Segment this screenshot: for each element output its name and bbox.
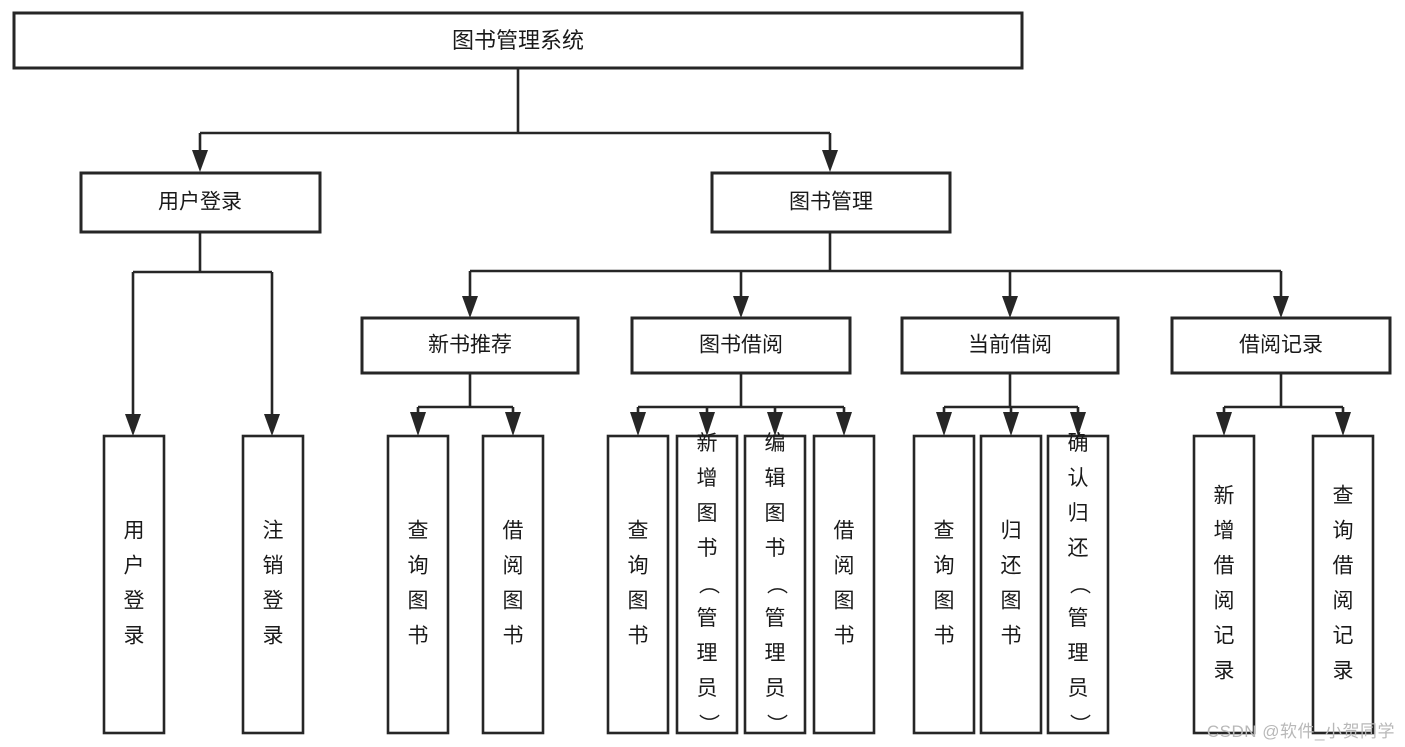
node-leaf-query-record-box[interactable] [1311, 434, 1375, 735]
node-leaf-add-book-box[interactable] [675, 434, 739, 735]
node-leaf-add-record-box[interactable] [1192, 434, 1256, 735]
node-leaf-add-record[interactable]: 新增借阅记录 [1192, 434, 1256, 735]
node-leaf-borrow-book-2-label: 借阅图书 [834, 519, 855, 647]
svg-text:）: ） [764, 714, 787, 735]
arrowhead-leaf-borrow-book-2 [836, 412, 852, 436]
node-leaf-user-login[interactable]: 用户登录 [102, 434, 166, 735]
node-leaf-add-record-label: 新增借阅记录 [1214, 484, 1235, 682]
arrowhead-leaf-borrow-book-1 [505, 412, 521, 436]
node-new-book-recommend[interactable]: 新书推荐 [360, 316, 580, 375]
svg-text:）: ） [696, 714, 719, 735]
arrowhead-current-borrow [1002, 296, 1018, 318]
arrowhead-leaf-add-record [1216, 412, 1232, 436]
node-user-login-box[interactable] [79, 171, 322, 234]
node-current-borrow-label: 当前借阅 [968, 334, 1052, 357]
arrowhead-book-management [822, 150, 838, 172]
node-root-box[interactable] [12, 11, 1024, 70]
arrowhead-borrow-record [1273, 296, 1289, 318]
node-root[interactable]: 图书管理系统 [12, 11, 1024, 70]
node-leaf-edit-book-box[interactable] [743, 434, 807, 735]
node-leaf-borrow-book-1-label: 借阅图书 [503, 519, 524, 647]
node-leaf-query-book-1-box[interactable] [386, 434, 450, 735]
node-book-management-label: 图书管理 [789, 191, 873, 214]
node-user-login-label: 用户登录 [158, 191, 242, 214]
node-leaf-user-login-box[interactable] [102, 434, 166, 735]
node-leaf-return-book-box[interactable] [979, 434, 1043, 735]
svg-text:（: （ [1067, 574, 1090, 595]
node-leaf-borrow-book-2[interactable]: 借阅图书 [812, 434, 876, 735]
node-leaf-confirm-return-label: 确认归还管理员 [1068, 432, 1089, 700]
arrowhead-leaf-query-record [1335, 412, 1351, 436]
node-leaf-query-book-1-label: 查询图书 [408, 519, 429, 647]
arrowhead-leaf-confirm-return [1070, 412, 1086, 436]
arrowhead-leaf-return-book [1003, 412, 1019, 436]
node-leaf-query-record[interactable]: 查询借阅记录 [1311, 434, 1375, 735]
node-book-management-box[interactable] [710, 171, 952, 234]
node-book-management[interactable]: 图书管理 [710, 171, 952, 234]
node-leaf-edit-book[interactable]: 编辑图书管理员 （ ） [743, 432, 807, 735]
arrowhead-leaf-query-book-3 [936, 412, 952, 436]
node-borrow-record-box[interactable] [1170, 316, 1392, 375]
node-leaf-query-record-label: 查询借阅记录 [1333, 484, 1354, 682]
svg-text:（: （ [696, 574, 719, 595]
node-borrow-record[interactable]: 借阅记录 [1170, 316, 1392, 375]
node-leaf-logout-label: 注销登录 [263, 519, 284, 647]
csdn-watermark: CSDN @软件_小贺同学 [1206, 722, 1395, 741]
arrowhead-book-borrow [733, 296, 749, 318]
node-user-login[interactable]: 用户登录 [79, 171, 322, 234]
node-leaf-borrow-book-2-box[interactable] [812, 434, 876, 735]
node-current-borrow-box[interactable] [900, 316, 1120, 375]
arrowhead-leaf-add-book [699, 412, 715, 436]
node-new-book-recommend-box[interactable] [360, 316, 580, 375]
node-leaf-add-book[interactable]: 新增图书管理员 （ ） [675, 432, 739, 735]
node-leaf-borrow-book-1[interactable]: 借阅图书 [481, 434, 545, 735]
node-leaf-confirm-return[interactable]: 确认归还管理员 （ ） [1046, 432, 1110, 735]
node-leaf-borrow-book-1-box[interactable] [481, 434, 545, 735]
svg-text:）: ） [1067, 714, 1090, 735]
node-borrow-record-label: 借阅记录 [1239, 334, 1323, 357]
arrowhead-leaf-query-book-1 [410, 412, 426, 436]
node-leaf-query-book-2[interactable]: 查询图书 [606, 434, 670, 735]
node-leaf-add-book-label: 新增图书管理员 [697, 432, 718, 700]
arrowhead-new-book-recommend [462, 296, 478, 318]
node-leaf-query-book-3-box[interactable] [912, 434, 976, 735]
node-leaf-user-login-label: 用户登录 [124, 519, 145, 647]
arrowhead-leaf-logout [264, 414, 280, 436]
node-book-borrow-label: 图书借阅 [699, 334, 783, 357]
node-leaf-query-book-3[interactable]: 查询图书 [912, 434, 976, 735]
arrowhead-leaf-query-book-2 [630, 412, 646, 436]
connector-layer [125, 68, 1351, 436]
node-new-book-recommend-label: 新书推荐 [428, 334, 512, 357]
node-leaf-logout-box[interactable] [241, 434, 305, 735]
svg-text:（: （ [764, 574, 787, 595]
node-leaf-return-book-label: 归还图书 [1001, 519, 1022, 647]
node-leaf-logout[interactable]: 注销登录 [241, 434, 305, 735]
node-current-borrow[interactable]: 当前借阅 [900, 316, 1120, 375]
node-book-borrow[interactable]: 图书借阅 [630, 316, 852, 375]
node-leaf-query-book-1[interactable]: 查询图书 [386, 434, 450, 735]
arrowhead-leaf-edit-book [767, 412, 783, 436]
arrowhead-leaf-user-login [125, 414, 141, 436]
node-leaf-query-book-2-box[interactable] [606, 434, 670, 735]
node-leaf-query-book-2-label: 查询图书 [628, 519, 649, 647]
node-leaf-return-book[interactable]: 归还图书 [979, 434, 1043, 735]
node-book-borrow-box[interactable] [630, 316, 852, 375]
arrowhead-user-login [192, 150, 208, 172]
node-root-label: 图书管理系统 [452, 28, 584, 53]
node-leaf-query-book-3-label: 查询图书 [934, 519, 955, 647]
node-leaf-edit-book-label: 编辑图书管理员 [765, 432, 786, 700]
node-leaf-confirm-return-box[interactable] [1046, 434, 1110, 735]
